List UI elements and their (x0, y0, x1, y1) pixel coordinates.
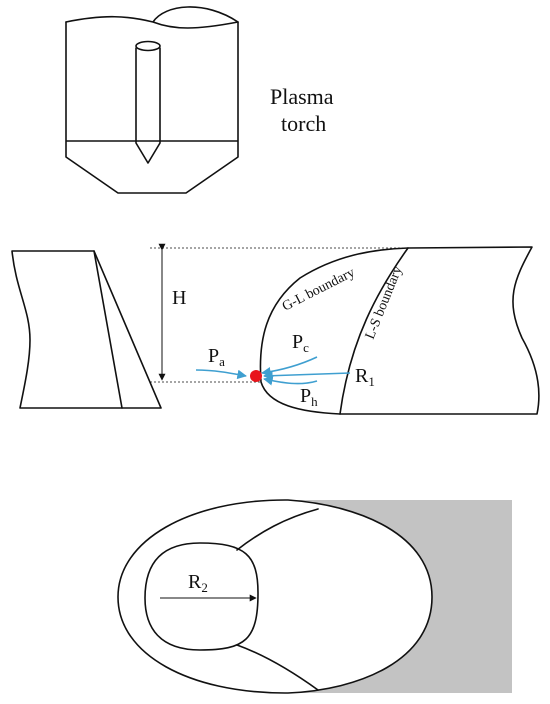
r1-label: R1 (355, 365, 375, 389)
melt-pool-top-view: R2 (117, 499, 512, 694)
lower-boundary-line (236, 644, 319, 691)
r1-arrow (263, 370, 351, 381)
electrode-tip-top (135, 40, 161, 52)
ph-arrow (263, 376, 318, 386)
r2-label: R2 (188, 571, 208, 595)
upper-boundary-line (236, 508, 319, 551)
left-workpiece-inner-line (93, 250, 123, 409)
pa-label: Pa (208, 345, 225, 369)
pc-arrow (261, 356, 318, 377)
melt-contact-point (250, 370, 262, 382)
torch-body (65, 21, 239, 194)
torch-electrode (135, 47, 161, 164)
gl-boundary-label: G-L boundary (280, 265, 357, 314)
left-workpiece (11, 250, 162, 409)
inner-keyhole-boundary (144, 542, 259, 651)
torch-top-wave (65, 6, 239, 29)
torch-label-line1: Plasma (270, 84, 334, 109)
ph-label: Ph (300, 385, 318, 409)
height-label: H (172, 287, 186, 309)
outer-pool-boundary (117, 499, 433, 694)
ls-boundary-line (339, 247, 409, 415)
pc-label: Pc (292, 331, 309, 355)
plasma-torch: Plasma torch (65, 6, 334, 194)
melt-pool-side-view: H G-L boundary L-S boundary Pa Pc Ph R1 (11, 243, 540, 415)
ls-boundary-label: L-S boundary (363, 264, 406, 341)
shaded-solidified-region (288, 500, 512, 693)
torch-label-line2: torch (281, 111, 326, 136)
pa-arrow (195, 369, 247, 380)
